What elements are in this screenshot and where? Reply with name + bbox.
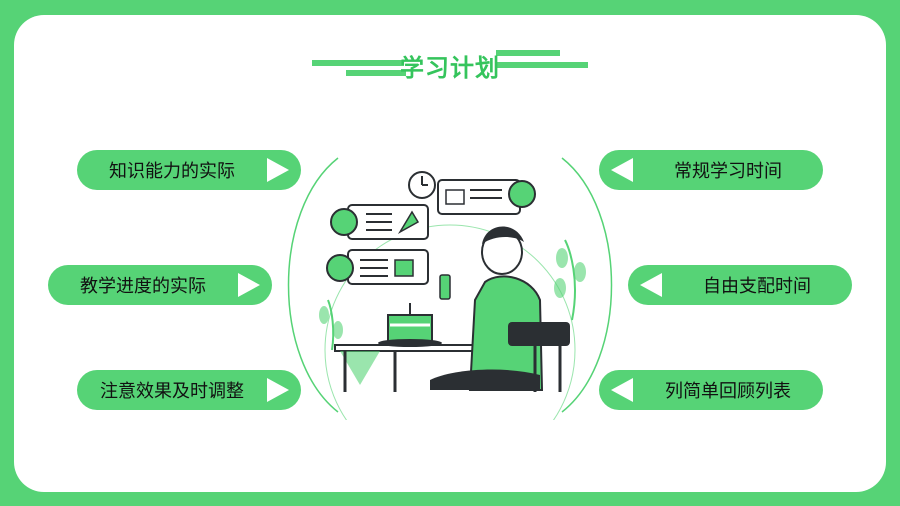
phone-icon	[439, 274, 451, 300]
plant-icon	[319, 299, 343, 351]
right-item-label: 常规学习时间	[674, 161, 782, 182]
right-arrow-icon	[238, 273, 260, 297]
title-stripe-left-2	[346, 70, 406, 76]
left-arrow-icon	[640, 273, 662, 297]
title-stripe-right-2	[496, 62, 588, 68]
avatar-icon	[326, 254, 354, 282]
title-stripe-right-1	[496, 50, 560, 56]
left-item-label: 教学进度的实际	[80, 276, 206, 297]
right-item-label: 列简单回顾列表	[665, 381, 791, 402]
page-title: 学习计划	[400, 54, 500, 82]
message-bubble-2	[326, 249, 429, 285]
left-arc	[287, 157, 339, 413]
background-circle	[324, 224, 576, 420]
message-bubble-1	[330, 204, 429, 240]
title-stripe-left-1	[312, 60, 404, 66]
gift-icon	[394, 259, 414, 277]
cake-icon	[378, 303, 442, 347]
title-banner: 学习计划	[310, 46, 590, 86]
center-illustration	[287, 157, 613, 420]
chair-icon	[508, 322, 570, 392]
right-item-review-list[interactable]: 列简单回顾列表	[599, 370, 823, 410]
left-item-label: 知识能力的实际	[109, 161, 235, 182]
left-item-adjust[interactable]: 注意效果及时调整	[77, 370, 301, 410]
avatar-icon	[330, 208, 358, 236]
message-bubble-3	[437, 179, 536, 215]
left-item-label: 注意效果及时调整	[100, 381, 244, 402]
right-arrow-icon	[267, 158, 289, 182]
right-arc	[561, 157, 613, 413]
person-figure	[430, 226, 544, 391]
avatar-icon	[508, 180, 536, 208]
right-arrow-icon	[267, 378, 289, 402]
clock-icon	[408, 171, 436, 199]
left-arrow-icon	[611, 158, 633, 182]
slide-card	[14, 15, 886, 492]
plant-icon	[554, 239, 586, 321]
right-item-label: 自由支配时间	[703, 276, 811, 297]
party-popper-icon	[397, 210, 420, 235]
right-item-regular-time[interactable]: 常规学习时间	[599, 150, 823, 190]
right-item-free-time[interactable]: 自由支配时间	[628, 265, 852, 305]
left-arrow-icon	[611, 378, 633, 402]
left-item-progress[interactable]: 教学进度的实际	[48, 265, 272, 305]
cake-icon	[445, 189, 465, 205]
left-item-knowledge[interactable]: 知识能力的实际	[77, 150, 301, 190]
